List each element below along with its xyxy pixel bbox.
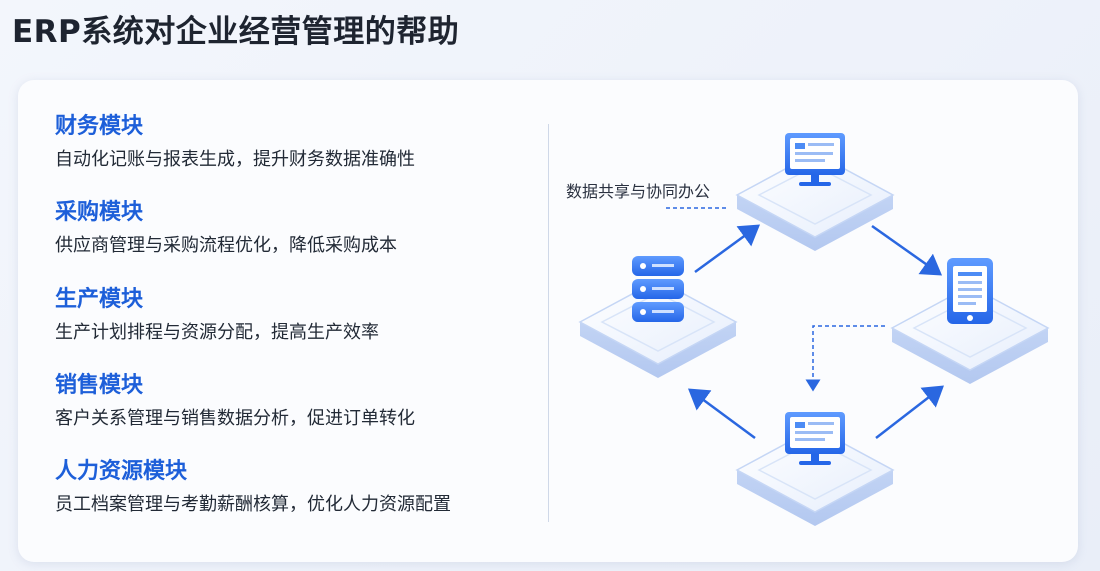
- arrow-bottom-to-right: [875, 385, 944, 439]
- dashed-connector-right: [805, 325, 885, 392]
- module-description: 自动化记账与报表生成，提升财务数据准确性: [55, 149, 415, 170]
- vertical-divider: [548, 124, 549, 522]
- arrow-bottom-to-left: [687, 388, 756, 440]
- module-description: 供应商管理与采购流程优化，降低采购成本: [55, 235, 397, 256]
- flow-arrows: [666, 207, 944, 440]
- module-title: 财务模块: [55, 114, 144, 139]
- monitor-icon: [785, 412, 845, 465]
- module-description: 生产计划排程与资源分配，提高生产效率: [55, 322, 379, 343]
- node-bottom: [735, 412, 895, 526]
- module-title: 人力资源模块: [55, 459, 188, 484]
- module-description: 客户关系管理与销售数据分析，促进订单转化: [55, 408, 415, 429]
- module-production: 生产模块 生产计划排程与资源分配，提高生产效率: [55, 281, 379, 344]
- module-title: 采购模块: [55, 200, 144, 225]
- share-label: 数据共享与协同办公: [566, 182, 711, 201]
- data-flow-diagram: [578, 133, 1050, 526]
- module-finance: 财务模块 自动化记账与报表生成，提升财务数据准确性: [55, 108, 415, 171]
- module-title: 销售模块: [55, 373, 144, 398]
- module-description: 员工档案管理与考勤薪酬核算，优化人力资源配置: [55, 494, 451, 515]
- arrow-top-to-right: [871, 224, 943, 276]
- monitor-icon: [785, 133, 845, 186]
- page-title: ERP系统对企业经营管理的帮助: [12, 14, 460, 50]
- tablet-icon: [947, 258, 993, 324]
- module-sales: 销售模块 客户关系管理与销售数据分析，促进订单转化: [55, 367, 415, 430]
- module-purchasing: 采购模块 供应商管理与采购流程优化，降低采购成本: [55, 194, 397, 257]
- arrow-left-to-top: [694, 224, 761, 274]
- node-right: [890, 258, 1050, 384]
- node-left: [578, 256, 738, 378]
- node-top: [735, 133, 895, 251]
- module-hr: 人力资源模块 员工档案管理与考勤薪酬核算，优化人力资源配置: [55, 453, 451, 516]
- module-title: 生产模块: [55, 287, 144, 312]
- server-icon: [632, 256, 684, 322]
